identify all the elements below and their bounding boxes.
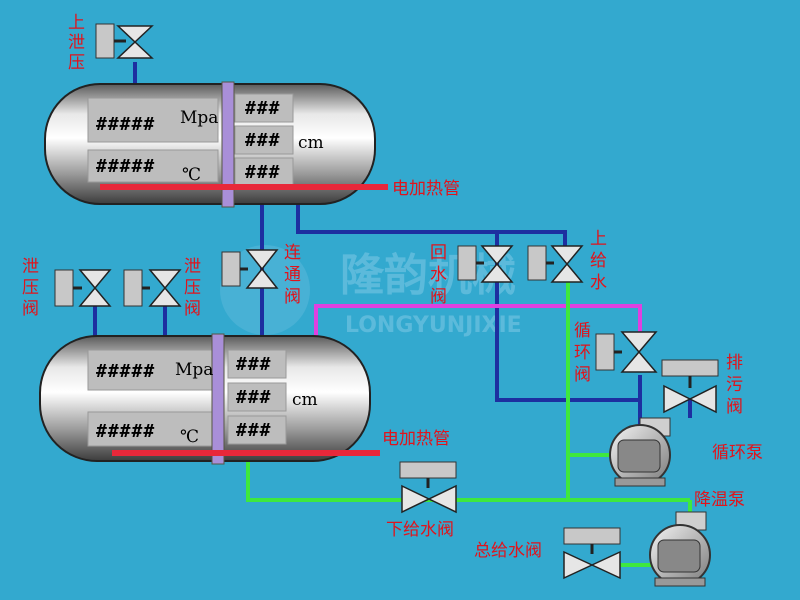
valve-body-icon [620, 331, 658, 373]
label-connect-3: 阀 [284, 287, 301, 307]
label-circulation-valve-2: 环 [574, 343, 591, 363]
label-drain-1: 排 [726, 353, 743, 373]
drain-valve[interactable] [661, 359, 719, 414]
label-relief-left-3: 阀 [22, 299, 39, 319]
cooling-pump[interactable] [649, 511, 711, 587]
lower-supply-valve[interactable] [399, 461, 457, 514]
pressure-unit: Mpa [175, 360, 213, 380]
labels: 上 泄 压 泄 压 阀 泄 压 阀 连 通 阀 回 水 阀 上 给 水 循 环 … [22, 13, 763, 561]
level-value-3: ### [245, 162, 281, 183]
label-upper-supply-3: 水 [590, 273, 607, 293]
valve-body-icon [663, 384, 717, 414]
connect-valve[interactable] [221, 249, 279, 289]
level-unit: cm [298, 133, 324, 153]
label-relief-right-1: 泄 [184, 257, 201, 277]
main-supply-valve[interactable] [563, 527, 621, 580]
level-value-3: ### [236, 420, 272, 441]
valve-body-icon [480, 245, 514, 283]
label-upper-supply-1: 上 [590, 229, 607, 249]
circulation-pump[interactable] [609, 417, 671, 487]
top-tank: ##### Mpa ##### ℃ ### ### ### cm 电加热管 [44, 81, 460, 208]
label-return-2: 水 [430, 265, 447, 285]
label-circulation-valve-1: 循 [574, 321, 591, 341]
pipe-circulation [314, 304, 642, 336]
label-cooling-pump: 降温泵 [694, 490, 745, 510]
label-relief-right-2: 压 [184, 278, 201, 298]
heater-label: 电加热管 [392, 179, 460, 199]
valve-body-icon [245, 249, 279, 289]
return-valve[interactable] [457, 245, 514, 283]
label-connect-2: 通 [284, 265, 301, 285]
label-top-relief-3: 压 [68, 53, 85, 73]
heater-label: 电加热管 [382, 429, 450, 449]
pressure-unit: Mpa [180, 108, 218, 128]
bottom-tank: ##### Mpa ##### ℃ ### ### ### cm 电加热管 [39, 333, 450, 465]
label-return-1: 回 [430, 243, 447, 263]
level-value-1: ### [245, 98, 281, 119]
label-top-relief-2: 泄 [68, 33, 85, 53]
pressure-value: ##### [96, 114, 155, 135]
label-circulation-pump: 循环泵 [712, 443, 763, 463]
level-value-2: ### [236, 387, 272, 408]
label-circulation-valve-3: 阀 [574, 365, 591, 385]
valve-body-icon [116, 25, 154, 59]
relief-valve-left[interactable] [54, 269, 112, 307]
temperature-unit: ℃ [182, 165, 201, 185]
relief-valve-right[interactable] [123, 269, 182, 307]
tank-flange [221, 81, 235, 208]
watermark-en: LONGYUNJIXIE [345, 313, 522, 338]
valve-body-icon [563, 550, 621, 580]
valve-body-icon [401, 484, 457, 514]
temperature-value: ##### [96, 421, 155, 442]
tank-flange [211, 333, 225, 465]
label-relief-left-1: 泄 [22, 257, 39, 277]
label-drain-3: 阀 [726, 397, 743, 417]
pressure-value: ##### [96, 361, 155, 382]
valve-body-icon [78, 269, 112, 307]
temperature-value: ##### [96, 156, 155, 177]
label-return-3: 阀 [430, 287, 447, 307]
top-relief-valve[interactable] [95, 23, 154, 59]
valve-body-icon [550, 245, 584, 283]
level-unit: cm [292, 390, 318, 410]
valve-body-icon [148, 269, 182, 307]
label-relief-left-2: 压 [22, 278, 39, 298]
label-upper-supply-2: 给 [590, 251, 607, 271]
circulation-valve[interactable] [595, 331, 658, 373]
level-value-1: ### [236, 354, 272, 375]
label-relief-right-3: 阀 [184, 299, 201, 319]
level-value-2: ### [245, 130, 281, 151]
temperature-unit: ℃ [180, 427, 199, 447]
upper-supply-valve[interactable] [527, 245, 584, 283]
label-drain-2: 污 [726, 375, 743, 395]
label-main-supply-valve: 总给水阀 [474, 541, 542, 561]
label-top-relief-1: 上 [68, 13, 85, 33]
label-connect-1: 连 [284, 243, 301, 263]
label-lower-supply-valve: 下给水阀 [386, 520, 454, 540]
